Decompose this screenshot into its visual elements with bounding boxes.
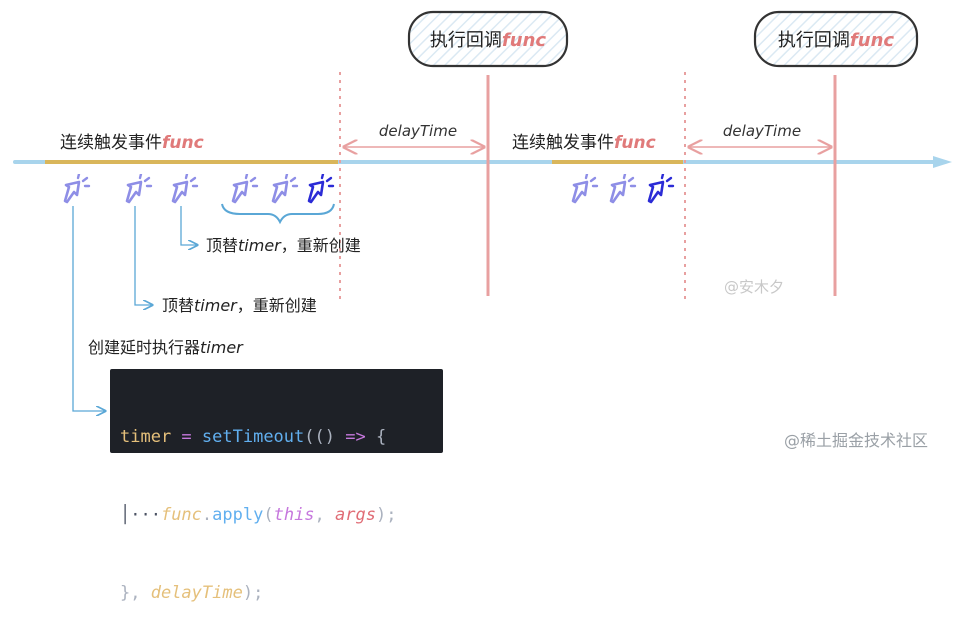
click-cursor-icon [271,174,299,204]
code-indent-guide: │··· [120,505,161,525]
curly-brace [221,203,335,225]
annotation-replace-mid-var: timer [194,296,238,315]
code-delaytime: delayTime [150,583,243,603]
code-comma: , [314,505,336,525]
annotation-replace-mid-prefix: 顶替 [162,296,194,315]
exec-box-1-prefix: 执行回调 [430,30,502,51]
code-line-1: timer = setTimeout(() => { [120,424,443,450]
code-paren-open: (() [304,427,346,447]
event-label-1-func: func [162,133,204,153]
code-assign: = [171,427,202,447]
annotation-replace-top-var: timer [238,236,282,255]
code-line-3: }, delayTime); [120,580,443,606]
code-settimeout: setTimeout [201,427,305,447]
event-label-2: 连续触发事件func [512,133,656,153]
click-cursor-icon [125,174,153,204]
connector-create [72,206,105,411]
code-dot: . [201,505,213,525]
click-cursor-icon [609,174,637,204]
click-cursor-icon-active [647,174,675,204]
code-timer-var: timer [120,427,172,447]
annotation-replace-mid: 顶替timer，重新创建 [162,296,317,315]
annotation-replace-top: 顶替timer，重新创建 [206,236,361,255]
event-label-2-prefix: 连续触发事件 [512,133,614,153]
annotation-replace-mid-suffix: ，重新创建 [237,296,317,315]
code-apply-close: ); [375,505,397,525]
delay-label-1: delayTime [379,122,457,140]
svg-text:执行回调func: 执行回调func [778,30,894,51]
click-cursor-icon [571,174,599,204]
code-apply-open: ( [263,505,274,525]
code-args: args [335,505,376,525]
watermark-author: @安木夕 [724,278,784,296]
click-cursor-icon [231,174,259,204]
event-label-2-func: func [614,133,656,153]
code-arrow: => [345,427,366,447]
code-this: this [273,505,315,525]
code-func: func [160,505,202,525]
exec-box-1: 执行回调func [407,10,569,68]
code-snippet: timer = setTimeout(() => { │···func.appl… [110,369,443,603]
exec-box-1-func: func [502,30,546,51]
code-line-2: │···func.apply(this, args); [120,502,443,528]
annotation-create-var: timer [200,338,244,357]
exec-box-2-func: func [850,30,894,51]
exec-box-2-prefix: 执行回调 [778,30,850,51]
annotation-replace-top-prefix: 顶替 [206,236,238,255]
connector-replace-top [180,206,197,245]
event-label-1: 连续触发事件func [60,133,204,153]
annotation-create-prefix: 创建延时执行器 [88,338,200,357]
code-end: ); [242,583,264,603]
exec-box-2: 执行回调func [753,10,919,68]
code-brace-close: }, [120,583,151,603]
click-cursor-icon [171,174,199,204]
code-brace-open: { [365,427,387,447]
annotation-replace-top-suffix: ，重新创建 [281,236,361,255]
annotation-create: 创建延时执行器timer [88,338,244,357]
click-cursor-icon-active [307,174,335,204]
click-cursor-icon [63,174,91,204]
connector-replace-mid [134,206,152,305]
svg-text:执行回调func: 执行回调func [430,30,546,51]
timeline-arrowhead [933,156,952,168]
debounce-diagram: delayTime delayTime 执行回调func 执行回调func 连续… [13,10,952,450]
watermark-site: @稀土掘金技术社区 [784,431,928,450]
code-apply: apply [212,505,264,525]
delay-label-2: delayTime [723,122,801,140]
event-label-1-prefix: 连续触发事件 [60,133,162,153]
